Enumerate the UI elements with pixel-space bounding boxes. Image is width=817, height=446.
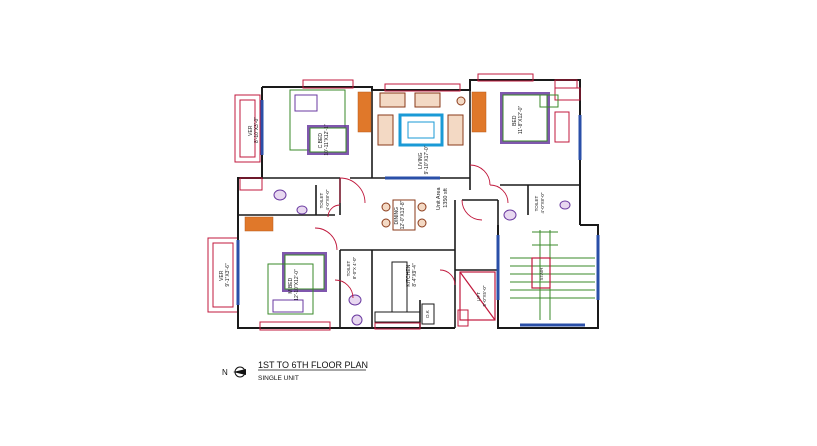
label-ver-top: VER 8'-10"X3'-0" [248, 117, 260, 143]
inner-walls [238, 90, 580, 328]
window-ledges [239, 73, 581, 331]
kitchen-counter [374, 261, 421, 323]
label-living: LIVING 9'-10"X17'-0" [418, 145, 430, 174]
label-bed-right: BED 11'-8"X12'-0" [512, 106, 524, 135]
label-mbed: M.BED 12'-10"X12'-0" [288, 269, 300, 301]
mbed-furniture [267, 252, 327, 315]
windows [236, 100, 600, 327]
label-toilet-mid: TOILET 8'-0"X 4'-0" [346, 257, 357, 280]
label-toilet-left: TOILET 4'-0"X8'-0" [319, 189, 330, 210]
label-dining: DINING 12'-0"X13'-8" [394, 200, 406, 229]
living-table [398, 113, 444, 147]
veranda-top [234, 94, 261, 163]
label-cbed: C.BED 10'-11"X12'-1" [318, 124, 330, 155]
lift-box [459, 271, 496, 321]
label-lift: LIFT 5'-0"X5'-0" [476, 285, 487, 306]
bedroom-wardrobe-stripes [244, 91, 487, 232]
label-ver-bottom: VER 9'-1"X3'-6" [219, 263, 231, 286]
cbed-furniture [289, 89, 349, 155]
doors [314, 164, 509, 299]
plan-title: 1ST TO 6TH FLOOR PLAN [258, 360, 368, 370]
north-label: N [222, 368, 228, 377]
bed-right-furniture [500, 92, 570, 144]
living-furniture [377, 92, 466, 146]
label-stair: STAIR [539, 267, 544, 281]
label-kitchen: KITCHEN 8'-4"X9'-4" [406, 263, 418, 287]
plan-subtitle: SINGLE UNIT [258, 375, 299, 382]
duct-box [421, 303, 435, 325]
dining-table [381, 199, 427, 231]
label-unit-area: Unit Area 1350 sft [436, 186, 449, 210]
stair-landing [531, 257, 551, 289]
label-toilet-right: TOILET 4'-0"X8'-0" [534, 192, 545, 213]
staircase [510, 230, 595, 320]
toilet-fixtures [273, 189, 571, 326]
north-arrow-icon [233, 366, 246, 378]
label-duct: D.K [425, 310, 430, 318]
